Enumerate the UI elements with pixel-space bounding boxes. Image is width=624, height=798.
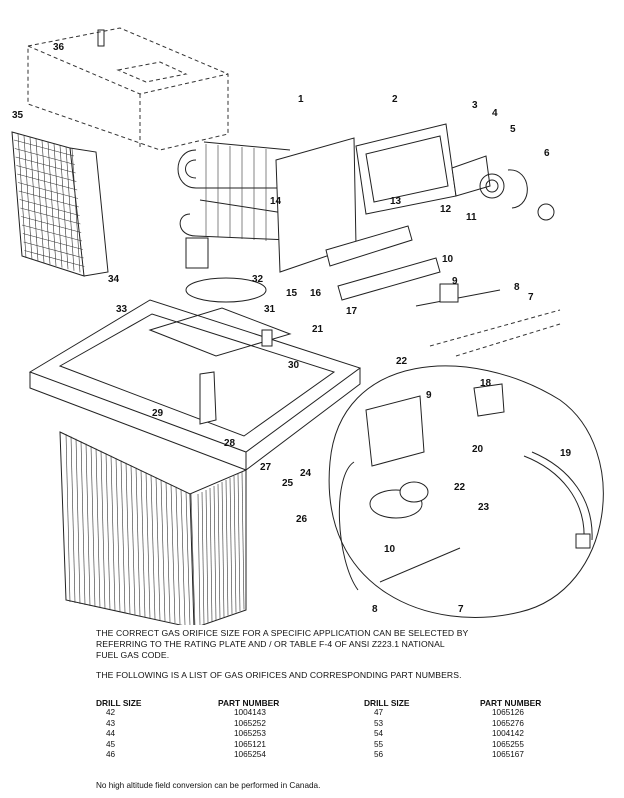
callout-27: 27: [260, 462, 272, 473]
callout-2: 2: [392, 94, 398, 105]
callout-16: 16: [310, 288, 322, 299]
table-cell: 1065276: [492, 718, 524, 728]
callout-5: 5: [510, 124, 516, 135]
callout-12: 12: [440, 204, 452, 215]
col-drill-left: DRILL SIZE 42 43 44 45 46: [96, 698, 142, 760]
inset-callout-8: 8: [372, 604, 378, 615]
side-grille: [11, 131, 109, 277]
table-cell: 53: [374, 718, 384, 728]
inset-callout-19: 19: [560, 448, 572, 459]
callout-24: 24: [300, 468, 312, 479]
callout-10: 10: [442, 254, 454, 265]
callout-33: 33: [116, 304, 128, 315]
callout-labels: 36 35 1 2 3 4 5 6 14 13 12 11 10 9 8 7 3…: [12, 42, 572, 615]
table-cell: 46: [106, 750, 116, 760]
inset-callout-18: 18: [480, 378, 492, 389]
table-cell: 1065121: [234, 739, 266, 749]
callout-6: 6: [544, 148, 550, 159]
callout-29: 29: [152, 408, 164, 419]
callout-1: 1: [298, 94, 304, 105]
callout-22: 22: [396, 356, 408, 367]
exploded-parts-diagram: 36 35 1 2 3 4 5 6 14 13 12 11 10 9 8 7 3…: [11, 27, 604, 625]
table-cell: 1065255: [492, 739, 524, 749]
callout-3: 3: [472, 100, 478, 111]
table-cell: 47: [374, 708, 384, 718]
callout-25: 25: [282, 478, 294, 489]
table-cell: 1004142: [492, 729, 524, 739]
table-cell: 54: [374, 729, 384, 739]
col-part-left: PART NUMBER 1004143 1065252 1065253 1065…: [218, 698, 280, 760]
footer-note: No high altitude field conversion can be…: [96, 781, 321, 790]
callout-30: 30: [288, 360, 300, 371]
callout-4: 4: [492, 108, 498, 119]
table-cell: 1065252: [234, 718, 266, 728]
callout-14: 14: [270, 196, 282, 207]
inset-callout-20: 20: [472, 444, 484, 455]
base-pan: [28, 299, 362, 471]
ignition-parts: [415, 283, 561, 357]
note-line: FUEL GAS CODE.: [96, 650, 170, 660]
gas-valve-inset: [328, 365, 604, 618]
callout-21: 21: [312, 324, 324, 335]
table-cell: 1004143: [234, 708, 266, 718]
table-cell: 44: [106, 729, 116, 739]
callout-32: 32: [252, 274, 264, 285]
table-cell: 1065254: [234, 750, 266, 760]
inset-callout-9: 9: [426, 390, 432, 401]
callout-35: 35: [12, 110, 24, 121]
table-cell: 43: [106, 718, 116, 728]
callout-36: 36: [53, 42, 65, 53]
table-cell: 45: [106, 739, 116, 749]
table-cell: 1065167: [492, 750, 524, 760]
vent-parts: [451, 155, 555, 221]
inset-callout-23: 23: [478, 502, 490, 513]
callout-26: 26: [296, 514, 308, 525]
list-intro: THE FOLLOWING IS A LIST OF GAS ORIFICES …: [96, 670, 462, 680]
top-cover: [27, 27, 229, 151]
callout-31: 31: [264, 304, 276, 315]
callout-28: 28: [224, 438, 236, 449]
note-line: REFERRING TO THE RATING PLATE AND / OR T…: [96, 639, 445, 649]
callout-34: 34: [108, 274, 120, 285]
callout-7: 7: [528, 292, 534, 303]
col-drill-right: DRILL SIZE 47 53 54 55 56: [364, 698, 410, 760]
table-cell: 1065253: [234, 729, 266, 739]
callout-15: 15: [286, 288, 298, 299]
callout-8: 8: [514, 282, 520, 293]
inset-callout-10: 10: [384, 544, 396, 555]
blower-assembly: [185, 237, 267, 303]
table-cell: 55: [374, 739, 384, 749]
col-part-right: PART NUMBER 1065126 1065276 1004142 1065…: [480, 698, 542, 760]
table-cell: 56: [374, 750, 384, 760]
inset-callout-22: 22: [454, 482, 466, 493]
note-line: THE CORRECT GAS ORIFICE SIZE FOR A SPECI…: [96, 628, 469, 638]
table-cell: 42: [106, 708, 116, 718]
table-cell: 1065126: [492, 708, 524, 718]
heat-exchanger: [177, 137, 357, 273]
burner-plates: [325, 123, 457, 301]
condenser-coil: [59, 431, 247, 625]
callout-17: 17: [346, 306, 358, 317]
inset-callout-7: 7: [458, 604, 464, 615]
callout-13: 13: [390, 196, 402, 207]
callout-11: 11: [466, 212, 477, 223]
callout-9: 9: [452, 276, 458, 287]
orifice-notes: THE CORRECT GAS ORIFICE SIZE FOR A SPECI…: [96, 628, 596, 681]
